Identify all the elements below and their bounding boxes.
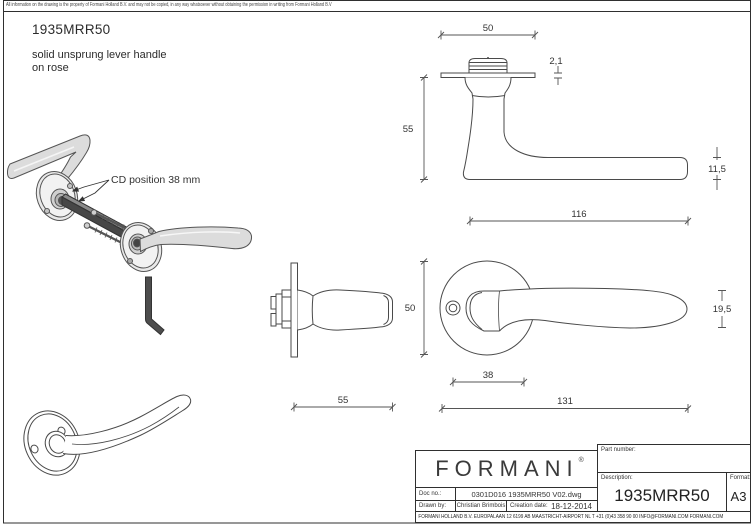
creation-date-value: 18-12-2014 (551, 501, 592, 511)
drawn-by-label: Drawn by: (416, 501, 456, 511)
product-code-heading: 1935MRR50 (32, 22, 111, 37)
dim-cd-38: 38 (483, 370, 494, 381)
cd-leader-lines (71, 179, 110, 202)
sheet-border (3, 0, 751, 524)
description-cell: Description: 1935MRR50 (597, 472, 727, 512)
description-label: Description: (601, 475, 633, 481)
formani-logo: FORMANI® (435, 456, 584, 481)
format-cell: Format: A3 (726, 472, 751, 512)
product-description-line1: solid unsprung lever handle (32, 49, 167, 61)
format-value: A3 (730, 488, 747, 504)
mounting-screws (83, 209, 132, 246)
plan-view-dimension-lines (290, 402, 396, 412)
registered-trademark-symbol: ® (578, 457, 584, 464)
dim-length-131: 131 (557, 396, 573, 407)
product-description-line2: on rose (32, 62, 69, 74)
cd-position-label: CD position 38 mm (111, 174, 201, 186)
part-number-cell: Part number: (597, 444, 751, 473)
dim-lever-thickness: 11,5 (708, 164, 726, 175)
product-description: solid unsprung lever handle on rose (32, 49, 167, 75)
copyright-notice: All information on the drawing is the pr… (6, 2, 332, 8)
lever-handle-bottom (139, 226, 253, 253)
doc-no-value: 0301D016 1935MRR50 V02.dwg (471, 489, 582, 499)
drawn-by-value: Christian Brimbois (456, 501, 507, 511)
front-view-dimension-lines (420, 258, 726, 413)
description-value: 1935MRR50 (614, 486, 710, 505)
dim-height: 55 (403, 124, 414, 135)
exploded-view-drawing (6, 134, 253, 336)
company-footer-row: FORMANI HOLLAND B.V. EUROPALAAN 12 6199 … (415, 511, 751, 523)
title-block: FORMANI® Doc no.: 0301D016 1935MRR50 V02… (415, 444, 751, 523)
side-view-drawing (440, 57, 688, 180)
format-label: Format: (730, 475, 751, 481)
allen-key (145, 276, 165, 336)
dim-rose-thickness: 2,1 (549, 56, 562, 67)
side-view-dimension-lines (420, 30, 721, 226)
isometric-view-drawing (23, 394, 192, 476)
doc-no-label: Doc no.: (416, 488, 456, 500)
dim-depth-55: 55 (338, 395, 349, 406)
dim-rose-width: 50 (483, 23, 494, 34)
dim-length-116: 116 (571, 209, 586, 220)
dim-rose-diameter: 50 (405, 303, 416, 314)
formani-logo-cell: FORMANI® (415, 450, 598, 488)
front-view-drawing (439, 260, 688, 356)
doc-no-row: Doc no.: 0301D016 1935MRR50 V02.dwg (415, 487, 598, 501)
rose-top (35, 171, 79, 221)
part-number-label: Part number: (601, 447, 636, 453)
dim-grip-height: 19,5 (713, 304, 732, 315)
company-address: FORMANI HOLLAND B.V. EUROPALAAN 12 6199 … (418, 514, 724, 520)
plan-view-drawing (270, 262, 393, 358)
creation-date-label: Creation date: (510, 503, 548, 509)
